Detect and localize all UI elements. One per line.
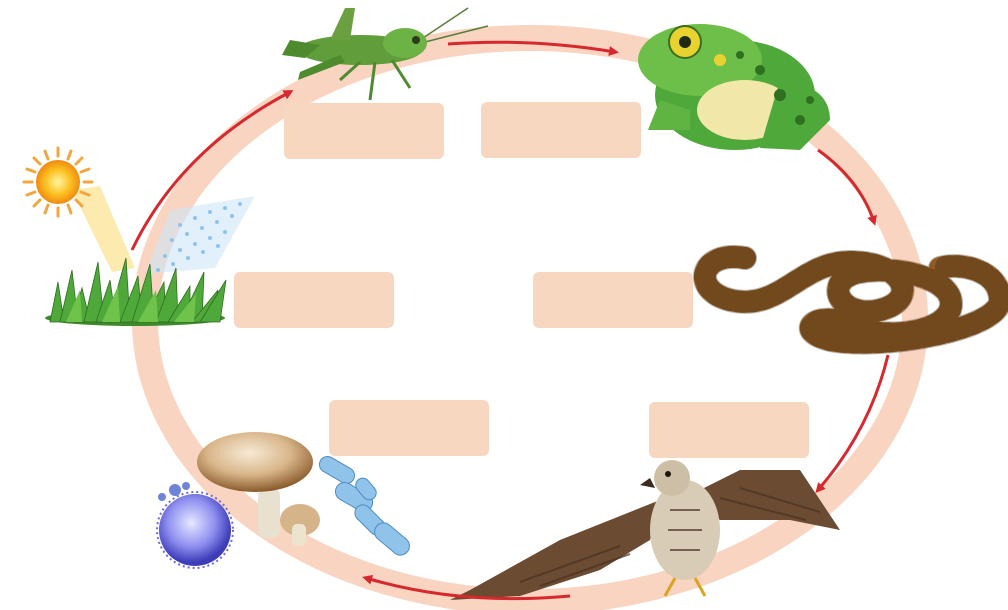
snake-icon [705,257,1000,343]
label-box-6[interactable] [649,402,809,458]
label-box-5[interactable] [329,400,489,456]
rain-icon [145,196,255,274]
label-box-4[interactable] [533,272,693,328]
label-box-3[interactable] [234,272,394,328]
sun-icon [24,148,92,216]
label-box-2[interactable] [481,102,641,158]
frog-icon [638,24,830,150]
label-box-1[interactable] [284,103,444,159]
